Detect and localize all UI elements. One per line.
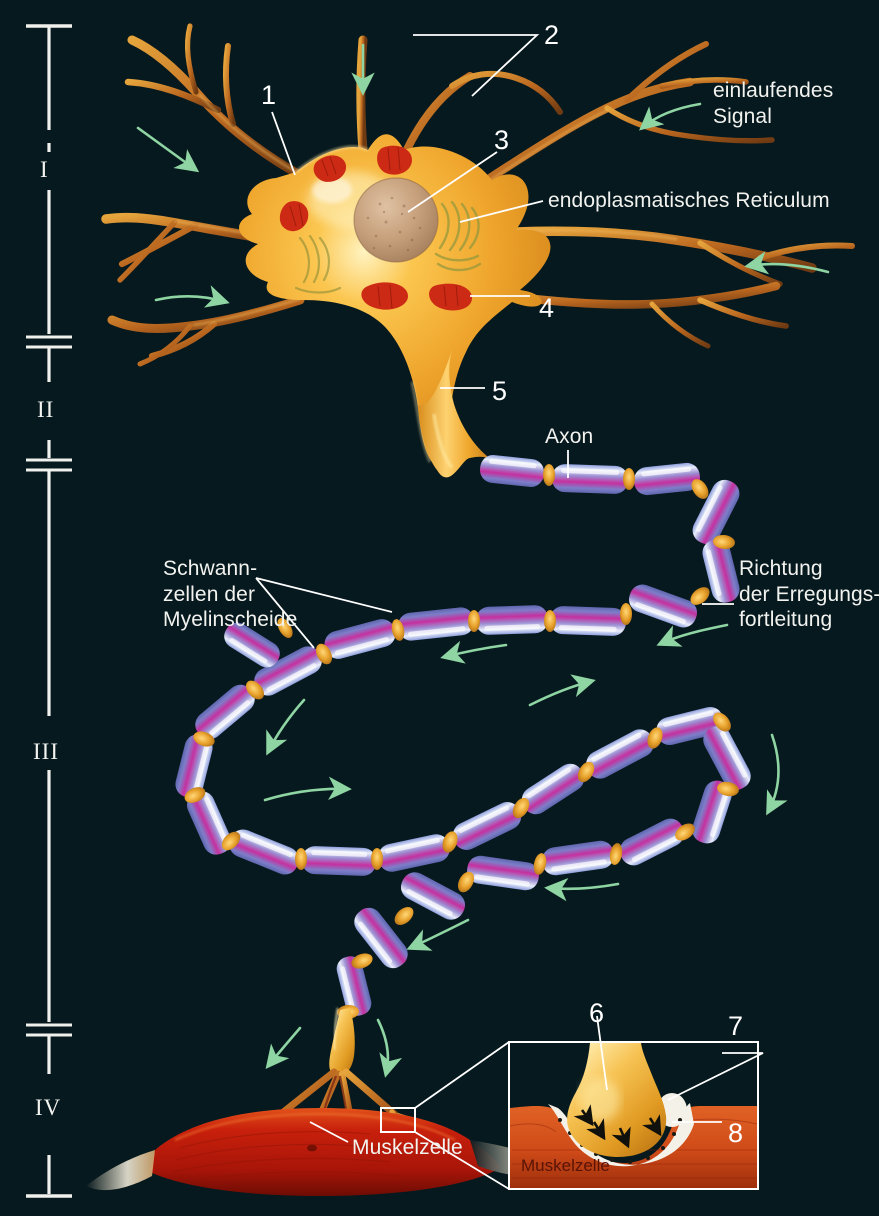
- label-incoming-signal: einlaufendes Signal: [713, 79, 834, 128]
- scale-bar: [26, 24, 72, 1198]
- soma-specular: [312, 177, 352, 203]
- label-signal-direction: Richtung der Erregungs- fortleitung: [739, 557, 879, 632]
- callout-number-3: 3: [494, 125, 510, 155]
- endoplasmic-reticulum: [434, 200, 482, 272]
- label-endoplasmic-reticulum: endoplasmatisches Reticulum: [548, 189, 830, 213]
- leader-er: [459, 200, 544, 223]
- leader-3: [407, 151, 498, 213]
- myelin-highlights: [193, 458, 748, 1010]
- leader-2: [413, 34, 540, 97]
- arrow-axon-2: [266, 698, 306, 756]
- leader-6: [596, 1015, 608, 1091]
- arrow-dendrite-right: [744, 251, 830, 275]
- leader-schwann-a: [255, 577, 393, 613]
- inset-label-muscle-cell: Muskelzelle: [521, 1156, 610, 1175]
- myelin-sheath: [175, 455, 751, 1016]
- arrow-direction-label: [656, 623, 729, 647]
- arrow-axon-3: [263, 776, 352, 802]
- nodes-of-ranvier: [184, 464, 739, 1020]
- arrow-axon-7: [406, 918, 470, 951]
- callout-number-6: 6: [589, 998, 605, 1028]
- scale-label-I: I: [40, 157, 49, 182]
- arrow-axon-5: [766, 733, 788, 816]
- inset-panel: [414, 1041, 759, 1190]
- nucleus: [354, 178, 438, 262]
- callout-number-7: 7: [728, 1011, 744, 1041]
- callout-number-5: 5: [492, 376, 508, 406]
- callout-number-2: 2: [544, 20, 560, 50]
- arrow-incoming-signal: [639, 102, 702, 131]
- scale-label-IV: IV: [35, 1095, 62, 1120]
- soma: [239, 134, 551, 463]
- leader-7: [667, 1052, 764, 1101]
- synaptic-cleft: [548, 1103, 694, 1167]
- nucleus-stipple: [366, 196, 422, 252]
- scale-label-II: II: [37, 397, 55, 422]
- dendrite-highlights: [173, 93, 678, 327]
- arrow-dendrite-ll: [154, 285, 230, 308]
- label-muscle-cell: Muskelzelle: [352, 1136, 463, 1160]
- inset-connector-bottom: [414, 1131, 510, 1190]
- arrow-axon-1: [440, 640, 508, 664]
- arrow-terminal-right: [376, 1018, 403, 1078]
- arrow-dendrite-ul: [136, 126, 200, 173]
- arrow-axon-6: [544, 877, 620, 902]
- axon-hillock: [418, 350, 499, 478]
- callout-number-8: 8: [728, 1118, 744, 1148]
- scale-label-III: III: [33, 739, 59, 764]
- vesicle-arrows: [573, 1104, 662, 1149]
- signal-direction-arrows: [136, 43, 830, 1078]
- label-schwann-cells: Schwann- zellen der Myelinscheide: [163, 557, 298, 632]
- muscle-nucleus: [307, 1144, 317, 1152]
- arrow-terminal-left: [265, 1026, 302, 1070]
- golgi-apparatus: [294, 234, 342, 294]
- leader-schwann-b: [255, 577, 315, 649]
- leader-muscle-main: [309, 1121, 349, 1143]
- label-axon: Axon: [545, 425, 594, 448]
- callout-number-4: 4: [539, 293, 555, 323]
- inset-frame: [508, 1041, 759, 1190]
- leader-1: [271, 111, 296, 176]
- muscle-striations: [171, 1131, 401, 1183]
- mitochondria-striations: [289, 146, 459, 309]
- mitochondria: [279, 145, 472, 311]
- inset-connector-top: [414, 1041, 510, 1109]
- callout-number-1: 1: [261, 80, 277, 110]
- arrow-axon-4: [528, 674, 596, 707]
- leader-lines: [255, 34, 764, 1143]
- zoom-source-box: [380, 1107, 416, 1133]
